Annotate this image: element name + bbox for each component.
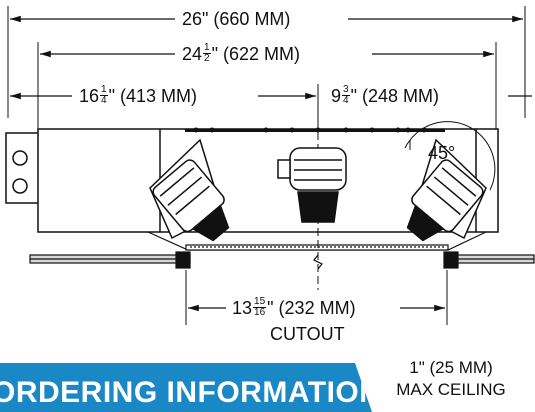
- cutout-width-denominator: 16: [254, 306, 266, 318]
- banner-title: ORDERING INFORMATION: [0, 376, 372, 409]
- dimension-lines: [9, 15, 532, 312]
- max-ceiling-note: 1" (25 MM) MAX CEILING: [376, 357, 526, 401]
- mounting-bar: [185, 127, 445, 133]
- right-offset-rest: " (248 MM): [350, 86, 439, 106]
- left-offset-whole: 16: [79, 86, 100, 106]
- trim-ceiling: [29, 231, 535, 269]
- ordering-information-banner: ORDERING INFORMATION: [0, 363, 372, 412]
- tilt-angle-label: 45°: [428, 143, 456, 163]
- ceiling-max-label: MAX CEILING: [396, 380, 506, 399]
- left-offset-rest: " (413 MM): [108, 86, 197, 106]
- extension-lines: [7, 6, 526, 325]
- ceiling-thickness: 1" (25 MM): [409, 358, 493, 377]
- frame-width-whole: 24: [182, 44, 203, 64]
- break-symbol: [313, 254, 323, 270]
- right-offset-whole: 9: [331, 86, 342, 106]
- cutout-width-rest: " (232 MM): [267, 298, 356, 318]
- right-offset-numerator: 3: [342, 83, 350, 96]
- left-lamp-head: [149, 138, 230, 242]
- right-offset-denominator: 4: [343, 94, 349, 106]
- frame-width-rest: " (622 MM): [211, 44, 300, 64]
- overall-width-text: 26" (660 MM): [182, 9, 291, 29]
- frame-width-denominator: 2: [204, 52, 210, 64]
- cutout-label: CUTOUT: [270, 324, 345, 344]
- cutout-width-numerator: 15: [253, 295, 267, 308]
- cutout-width-whole: 13: [232, 298, 253, 318]
- left-offset-denominator: 4: [101, 94, 107, 106]
- frame-width-numerator: 1: [203, 41, 211, 54]
- overall-width-label: 26" (660 MM): [178, 8, 295, 30]
- left-offset-numerator: 1: [100, 83, 108, 96]
- right-lamp-head: [404, 121, 496, 242]
- center-lamp-head: [277, 147, 347, 223]
